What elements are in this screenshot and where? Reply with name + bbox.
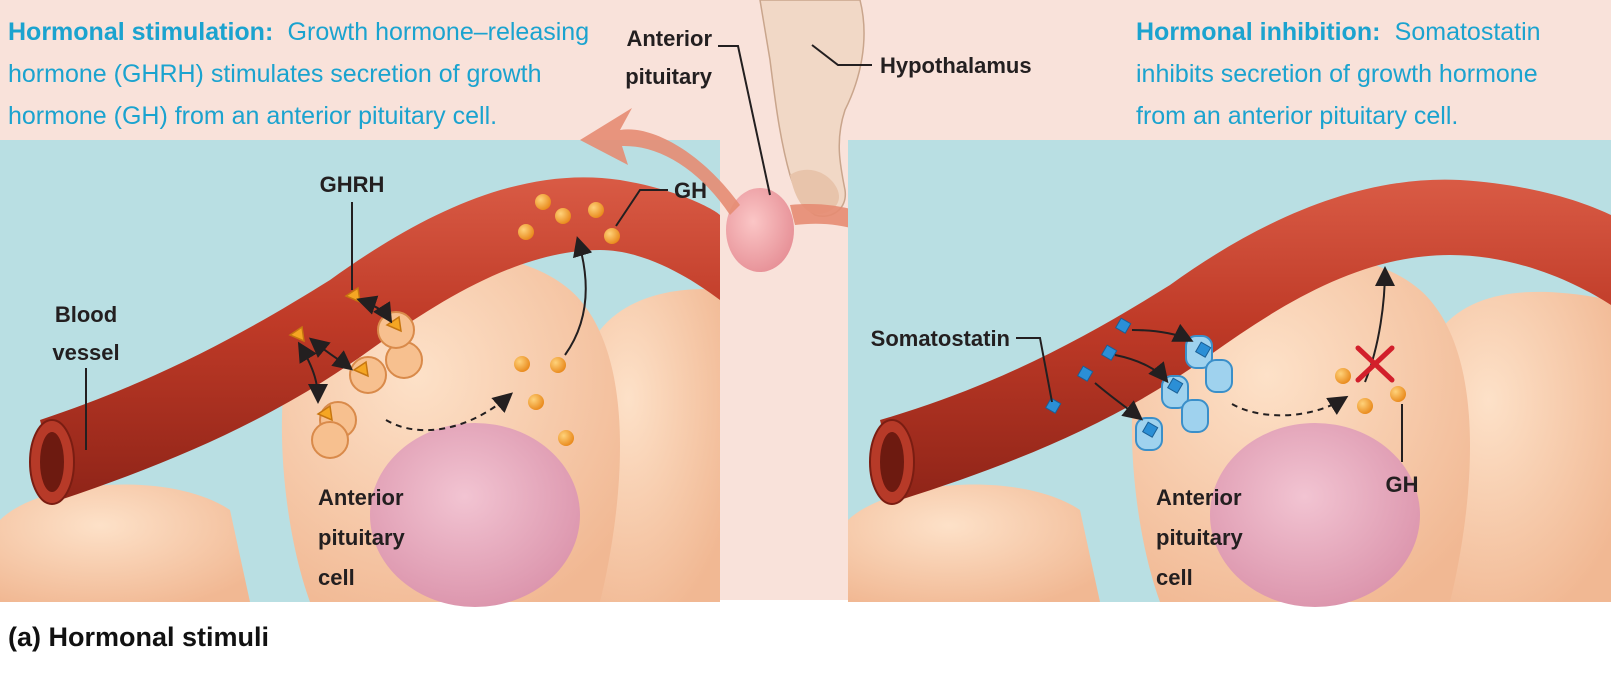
label-cell-right-1: Anterior — [1156, 485, 1242, 510]
right-caption-line1: Somatostatin — [1395, 18, 1541, 46]
inhibition-x-icon — [1355, 345, 1395, 383]
anterior-pituitary-gland — [726, 188, 794, 272]
right-cell-nucleus — [1210, 423, 1420, 607]
label-cell-right-2: pituitary — [1156, 525, 1244, 550]
left-gh-dots-cell — [514, 356, 574, 446]
center-pituitary: Anterior pituitary Hypothalamus — [580, 0, 1032, 276]
label-cell-left-1: Anterior — [318, 485, 404, 510]
left-caption: Hormonal stimulation: Growth hormone–rel… — [8, 18, 589, 130]
svg-text:Hormonal stimulation: Gr: Hormonal stimulation: Growth hormone–rel… — [8, 18, 589, 46]
label-cell-right-3: cell — [1156, 565, 1193, 590]
label-blood: Blood — [55, 302, 117, 327]
ghrh-molecules — [288, 286, 402, 422]
right-caption-line2: inhibits secretion of growth hormone — [1136, 60, 1538, 88]
left-cell-nucleus — [370, 423, 580, 607]
figure-label: (a) Hormonal stimuli — [8, 622, 269, 652]
svg-text:Hormonal inhibition: Som: Hormonal inhibition: Somatostatin — [1136, 18, 1541, 46]
right-caption-bold: Hormonal inhibition: — [1136, 18, 1380, 46]
arrow-to-left — [580, 108, 740, 215]
right-gh-dots — [1335, 368, 1406, 414]
left-panel: GHRH GH Blood vessel Anterior pituitary … — [0, 140, 720, 607]
label-anterior-pituitary-2: pituitary — [625, 64, 713, 89]
left-gh-dots-vessel — [518, 194, 620, 244]
right-caption: Hormonal inhibition: Somatostatin inhibi… — [1136, 18, 1541, 130]
label-gh-left: GH — [674, 178, 707, 203]
label-hypothalamus: Hypothalamus — [880, 53, 1032, 78]
right-caption-line3: from an anterior pituitary cell. — [1136, 102, 1458, 130]
label-anterior-pituitary-1: Anterior — [626, 26, 712, 51]
label-cell-left-3: cell — [318, 565, 355, 590]
label-somatostatin: Somatostatin — [871, 326, 1010, 351]
left-caption-line2: hormone (GHRH) stimulates secretion of g… — [8, 60, 542, 88]
left-caption-line1: Growth hormone–releasing — [288, 18, 590, 46]
left-caption-line3: hormone (GH) from an anterior pituitary … — [8, 102, 497, 130]
label-ghrh: GHRH — [320, 172, 385, 197]
right-blood-vessel — [880, 179, 1611, 500]
left-receptors — [311, 311, 423, 459]
left-caption-bold: Hormonal stimulation: — [8, 18, 273, 46]
right-panel: Somatostatin GH Anterior pituitary cell — [848, 140, 1611, 607]
label-cell-left-2: pituitary — [318, 525, 406, 550]
somatostatin-molecules — [1044, 317, 1212, 438]
left-lower-cell — [0, 484, 250, 602]
label-vessel: vessel — [52, 340, 119, 365]
label-gh-right: GH — [1386, 472, 1419, 497]
right-lower-cell — [848, 484, 1100, 602]
